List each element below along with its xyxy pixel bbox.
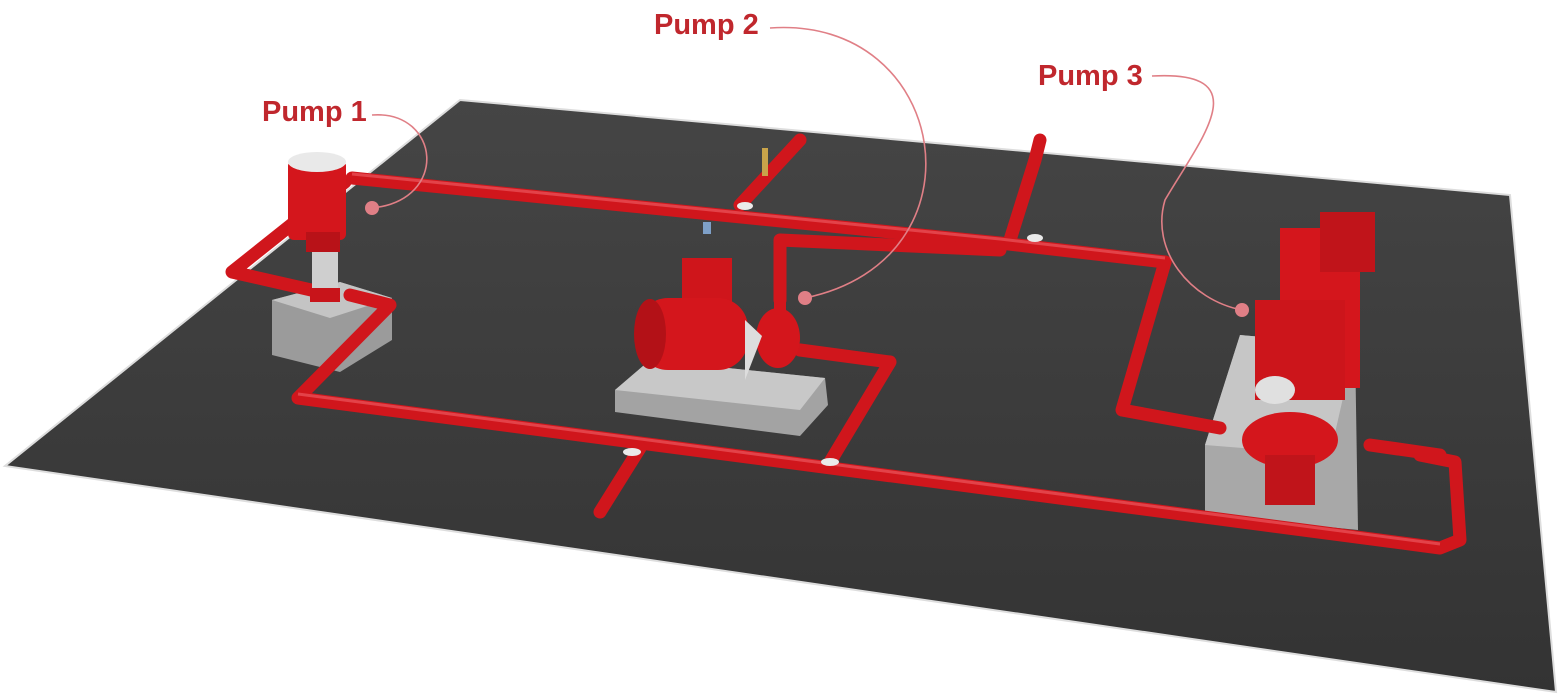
- pipe-couplings: [623, 202, 1043, 466]
- pump1-label: Pump 1: [262, 96, 367, 128]
- pump3-leader: [1151, 74, 1243, 311]
- pump2-horizontal-pump: [634, 222, 800, 380]
- pump2-base: [615, 360, 828, 436]
- pump3-label: Pump 3: [1038, 60, 1143, 92]
- pump1-leader: [371, 114, 428, 209]
- pump1-vertical-pump: [288, 152, 346, 302]
- pump1-dot: [365, 201, 379, 215]
- callout-dots: [365, 201, 1249, 317]
- pump2-leader: [769, 26, 927, 299]
- pump3-dot: [1235, 303, 1249, 317]
- callout-leaders: [371, 26, 1243, 311]
- pump3-diesel-pump: [762, 148, 1375, 505]
- pump2-dot: [798, 291, 812, 305]
- pump2-label: Pump 2: [654, 9, 759, 41]
- pipe-highlights: [297, 172, 1441, 546]
- piping: [225, 133, 1467, 555]
